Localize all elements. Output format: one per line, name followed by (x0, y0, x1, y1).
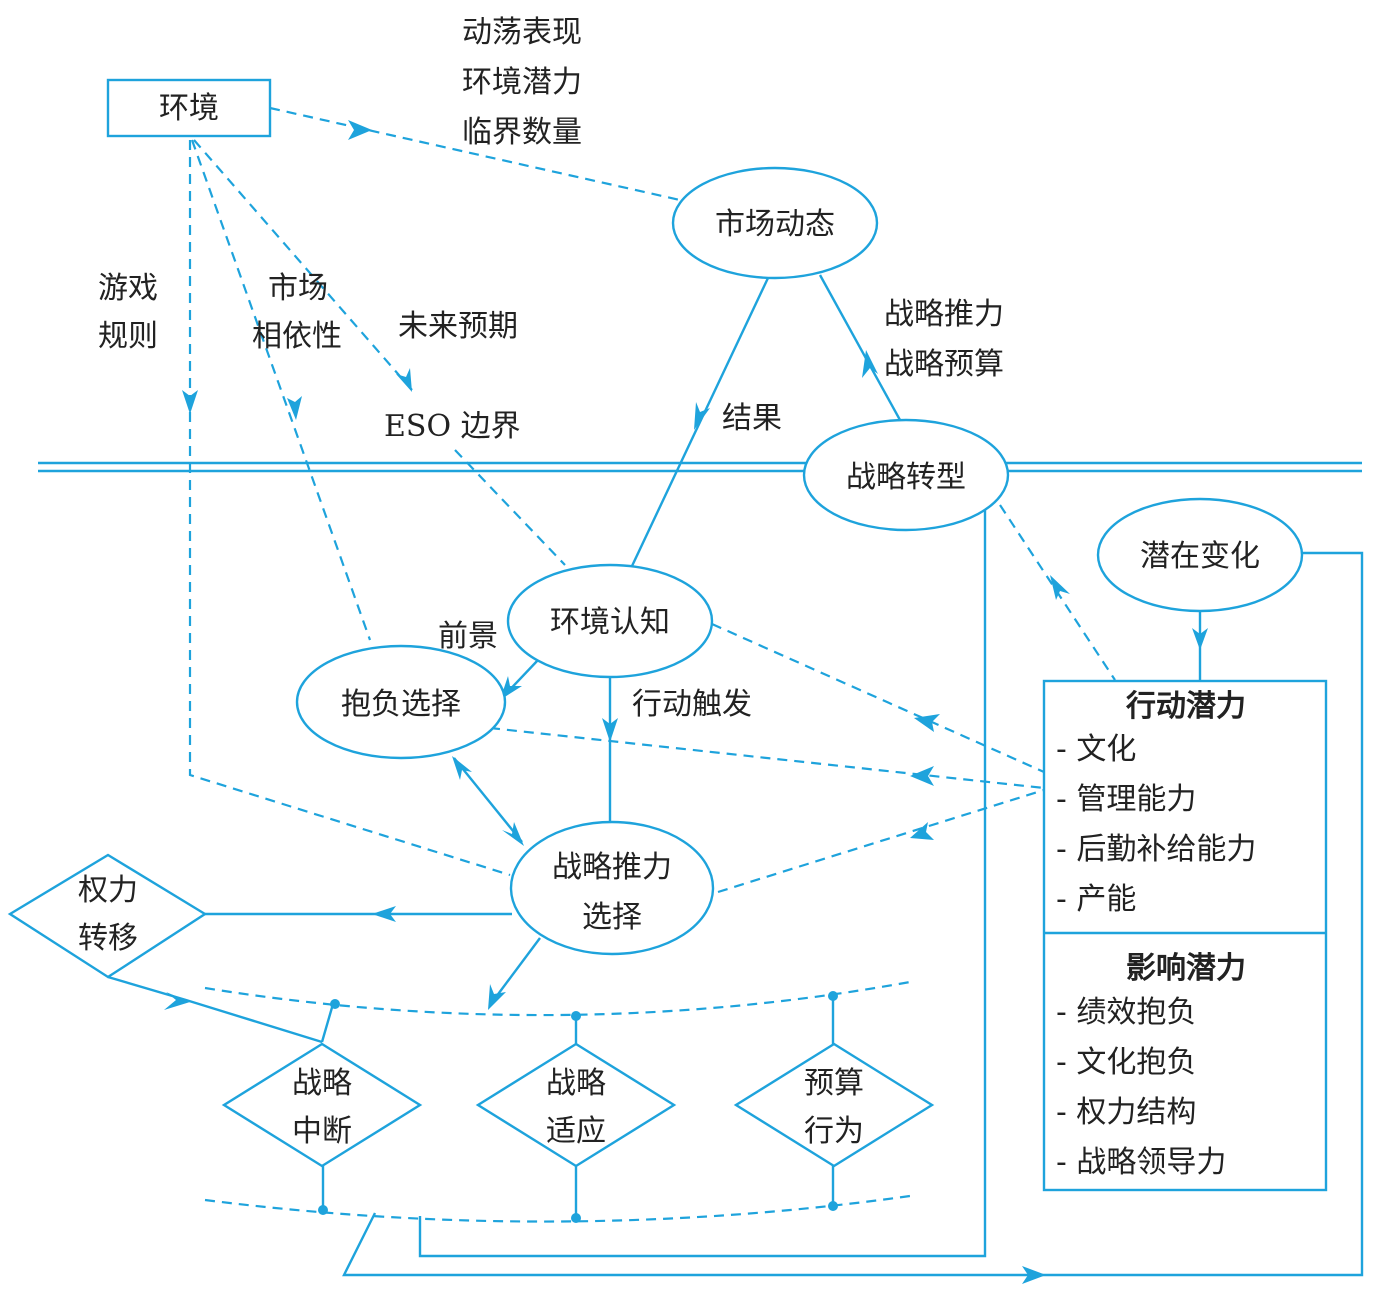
label-action-trigger: 行动触发 (632, 687, 752, 722)
label-turbulence: 动荡表现 (462, 15, 582, 50)
label-market: 市场 (268, 271, 328, 306)
svg-text:战略转型: 战略转型 (846, 460, 966, 495)
environment-node: 环境 (106, 78, 272, 138)
arrowhead (602, 718, 618, 742)
influence-potential-title: 影响潜力 (1126, 951, 1246, 986)
env-dashed-connectors (188, 106, 1116, 1223)
arrowhead (1192, 628, 1208, 650)
arrowhead (287, 396, 302, 420)
solid-connectors (107, 274, 1364, 1277)
svg-text:抱负选择: 抱负选择 (341, 687, 461, 722)
arrowhead (862, 350, 878, 378)
svg-text:预算: 预算 (804, 1066, 864, 1101)
arrowhead (488, 984, 506, 1010)
label-rules: 规则 (98, 319, 158, 354)
arrowhead (502, 822, 524, 846)
arrowhead (182, 390, 198, 414)
svg-text:环境: 环境 (159, 91, 219, 126)
label-strategic-thrust: 战略推力 (884, 297, 1004, 332)
market-dynamics-node: 市场动态 (671, 166, 879, 280)
svg-text:适应: 适应 (546, 1114, 606, 1149)
label-env-potential: 环境潜力 (462, 65, 582, 100)
junction-dot (571, 1011, 581, 1021)
arrowhead (1050, 575, 1070, 600)
strategic-interruption-node: 战略 中断 (221, 1042, 423, 1168)
influence-potential-item: - 权力结构 (1056, 1095, 1196, 1130)
strategic-thrust-choice-node: 战略推力 选择 (509, 820, 715, 956)
latent-change-node: 潜在变化 (1096, 497, 1304, 613)
potential-box: 行动潜力 - 文化 - 管理能力 - 后勤补给能力 - 产能 影响潜力 - 绩效… (1042, 679, 1328, 1192)
strategic-transformation-node: 战略转型 (802, 418, 1010, 532)
aspiration-choice-node: 抱负选择 (295, 644, 507, 760)
power-shift-node: 权力 转移 (7, 853, 208, 979)
influence-potential-item: - 战略领导力 (1056, 1145, 1226, 1180)
arrowhead (500, 676, 522, 700)
svg-text:市场动态: 市场动态 (715, 207, 835, 242)
arrowhead (910, 822, 934, 840)
label-critical-mass: 临界数量 (462, 115, 582, 150)
svg-text:战略: 战略 (292, 1066, 352, 1101)
svg-text:转移: 转移 (78, 921, 138, 956)
svg-text:中断: 中断 (292, 1114, 352, 1149)
arrowhead (372, 906, 396, 922)
arrowhead (914, 714, 940, 732)
junction-dot (571, 1213, 581, 1223)
label-result: 结果 (722, 401, 782, 436)
svg-text:行为: 行为 (804, 1114, 864, 1149)
strategic-adaptation-node: 战略 适应 (475, 1042, 677, 1168)
influence-potential-item: - 文化抱负 (1056, 1045, 1196, 1080)
label-eso-boundary: ESO 边界 (384, 409, 521, 444)
budget-behavior-node: 预算 行为 (733, 1042, 935, 1168)
boundary-double-line (38, 461, 1362, 473)
label-game: 游戏 (98, 271, 158, 306)
svg-text:选择: 选择 (582, 900, 642, 935)
action-potential-item: - 文化 (1056, 732, 1136, 767)
action-potential-title: 行动潜力 (1125, 689, 1246, 724)
env-cognition-node: 环境认知 (506, 563, 714, 679)
arrowhead (396, 368, 412, 392)
arrowhead (348, 120, 372, 140)
label-strategic-budget: 战略预算 (884, 347, 1004, 382)
arrowhead (1022, 1266, 1046, 1284)
arrowhead (452, 756, 472, 780)
label-prospect: 前景 (438, 619, 498, 654)
svg-text:权力: 权力 (78, 873, 138, 908)
arrowhead (910, 766, 934, 786)
label-interdependence: 相依性 (252, 319, 342, 354)
junction-dot (828, 1201, 838, 1211)
label-future-expectation: 未来预期 (398, 309, 518, 344)
arrowhead (164, 992, 190, 1010)
influence-potential-item: - 绩效抱负 (1056, 995, 1196, 1030)
junction-dot (318, 1205, 328, 1215)
action-potential-item: - 管理能力 (1056, 782, 1196, 817)
arrowhead (694, 402, 710, 430)
svg-text:环境认知: 环境认知 (550, 605, 670, 640)
svg-text:潜在变化: 潜在变化 (1140, 539, 1260, 574)
action-potential-item: - 产能 (1056, 882, 1136, 917)
junction-dot (828, 991, 838, 1001)
junction-dot (330, 999, 340, 1009)
svg-text:战略: 战略 (546, 1066, 606, 1101)
svg-text:战略推力: 战略推力 (552, 850, 672, 885)
action-potential-item: - 后勤补给能力 (1056, 832, 1256, 867)
